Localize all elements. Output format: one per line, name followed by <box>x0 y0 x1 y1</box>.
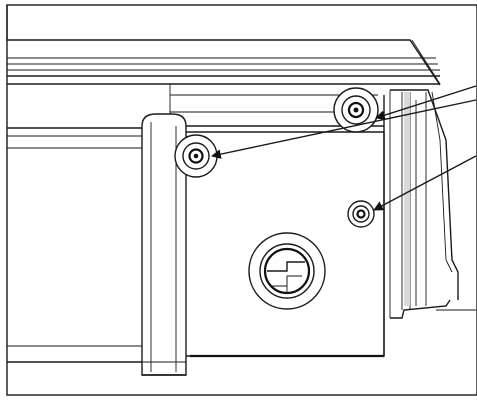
left-flange <box>141 113 187 376</box>
screw-small <box>347 200 375 228</box>
callout-arrow-screw-small <box>373 155 477 211</box>
callout-arrow-screw-top <box>375 85 477 120</box>
callout-arrows <box>211 85 477 211</box>
figure-frame <box>6 4 477 396</box>
callout-arrow-screw-left <box>211 99 477 159</box>
screw-left <box>174 134 218 178</box>
top-rail <box>6 5 441 86</box>
round-connector <box>248 232 326 310</box>
screw-top <box>333 87 379 133</box>
left-rails <box>7 127 142 363</box>
right-frame <box>383 89 476 356</box>
